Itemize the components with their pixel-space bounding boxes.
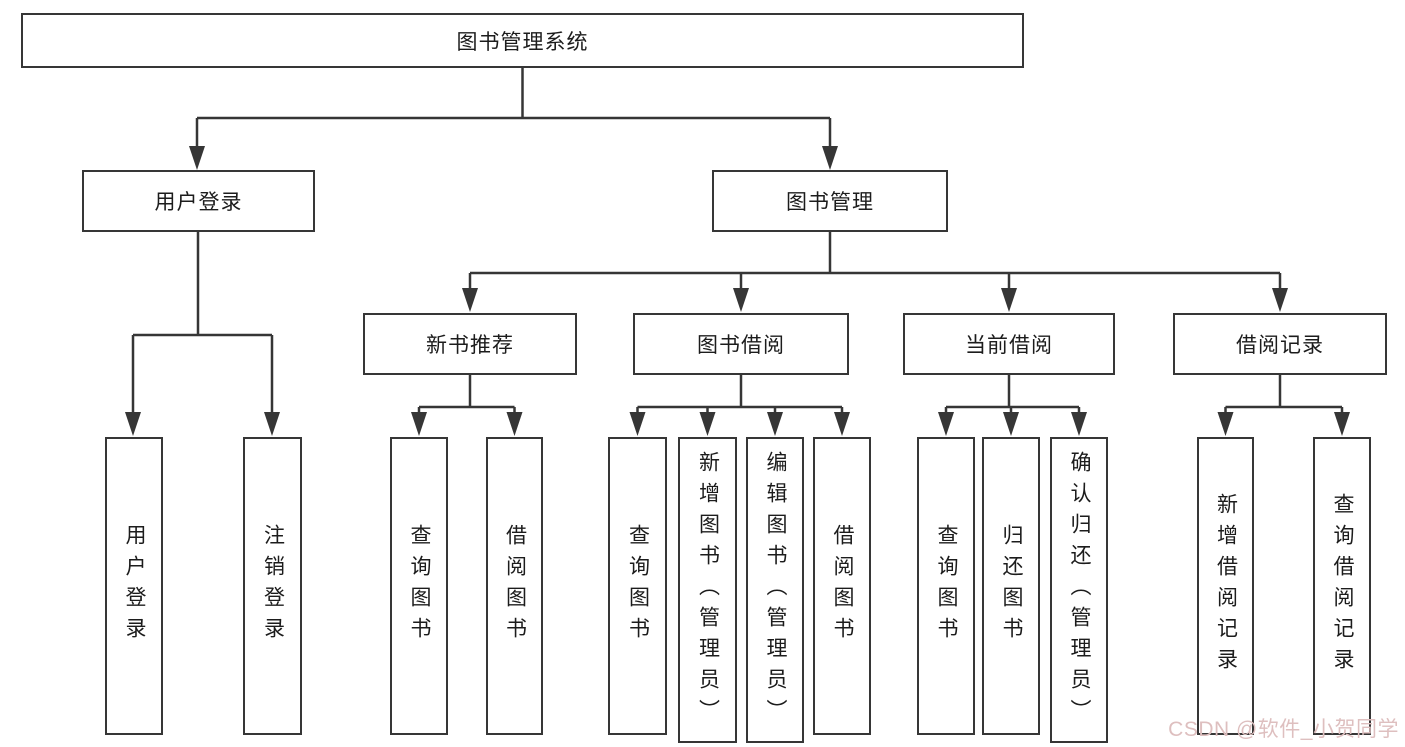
leaf-borrowing-query-books: 查询图书 [608,437,667,735]
leaf-logout: 注销登录 [243,437,302,735]
node-new-book-recommend-label: 新书推荐 [426,334,514,357]
node-user-login-module: 用户登录 [82,170,315,232]
leaf-confirm-return-admin-label: 确认归还（管理员） [1068,450,1092,730]
leaf-return-books-label: 归还图书 [1000,524,1024,648]
node-book-management-label: 图书管理 [786,191,874,214]
csdn-watermark: CSDN @软件_小贺同学 [1168,718,1399,741]
leaf-add-books-admin: 新增图书（管理员） [678,437,737,743]
leaf-borrowing-query-books-label: 查询图书 [626,524,650,648]
leaf-logout-label: 注销登录 [261,524,285,648]
node-current-borrowing: 当前借阅 [903,313,1115,375]
leaf-edit-books-admin-label: 编辑图书（管理员） [764,450,788,730]
leaf-add-borrow-record-label: 新增借阅记录 [1214,493,1238,679]
leaf-edit-books-admin: 编辑图书（管理员） [746,437,804,743]
leaf-recommend-borrow-books-label: 借阅图书 [503,524,527,648]
leaf-user-login-label: 用户登录 [123,524,147,648]
node-library-system-label: 图书管理系统 [456,30,589,54]
leaf-current-query-books: 查询图书 [917,437,975,735]
leaf-recommend-query-books: 查询图书 [390,437,448,735]
node-current-borrowing-label: 当前借阅 [965,334,1053,357]
leaf-recommend-borrow-books: 借阅图书 [486,437,543,735]
arrowheads [125,146,1350,436]
leaf-add-borrow-record: 新增借阅记录 [1197,437,1254,735]
leaf-confirm-return-admin: 确认归还（管理员） [1050,437,1108,743]
leaf-current-query-books-label: 查询图书 [935,524,959,648]
leaf-return-books: 归还图书 [982,437,1040,735]
leaf-user-login: 用户登录 [105,437,163,735]
leaf-borrowing-borrow-books-label: 借阅图书 [831,524,855,648]
node-new-book-recommend: 新书推荐 [363,313,577,375]
leaf-query-borrow-record-label: 查询借阅记录 [1331,493,1355,679]
node-borrowing-records: 借阅记录 [1173,313,1387,375]
node-book-borrowing-label: 图书借阅 [697,334,785,357]
node-library-system: 图书管理系统 [21,13,1024,68]
leaf-query-borrow-record: 查询借阅记录 [1313,437,1371,735]
leaf-borrowing-borrow-books: 借阅图书 [813,437,871,735]
node-user-login-module-label: 用户登录 [154,191,243,214]
node-borrowing-records-label: 借阅记录 [1236,334,1324,357]
node-book-management: 图书管理 [712,170,948,232]
node-book-borrowing: 图书借阅 [633,313,849,375]
leaf-recommend-query-books-label: 查询图书 [408,524,432,648]
leaf-add-books-admin-label: 新增图书（管理员） [696,450,720,730]
